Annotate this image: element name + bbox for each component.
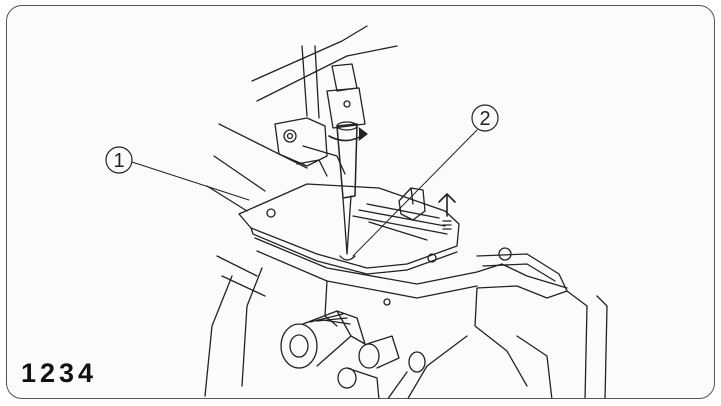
callout-1-label: 1	[113, 150, 124, 172]
callout-2: 2	[352, 104, 499, 257]
feed-dog	[398, 187, 426, 221]
presser-foot-assembly	[274, 63, 366, 177]
machine-diagram: 1 2	[105, 25, 608, 398]
base-plate	[216, 237, 568, 306]
adjustment-knob	[280, 310, 366, 369]
lift-arrow-icon	[438, 193, 456, 230]
figure-number: 1234	[21, 358, 98, 388]
rotation-arrow-icon	[328, 127, 368, 142]
screwdriver	[336, 121, 358, 261]
callout-2-label: 2	[479, 108, 490, 130]
callout-1: 1	[105, 146, 250, 201]
lower-bolts	[337, 335, 426, 398]
machine-top-frame	[206, 25, 398, 212]
machine-housing	[204, 267, 608, 398]
diagram-frame: 1 2 1234	[6, 5, 715, 399]
